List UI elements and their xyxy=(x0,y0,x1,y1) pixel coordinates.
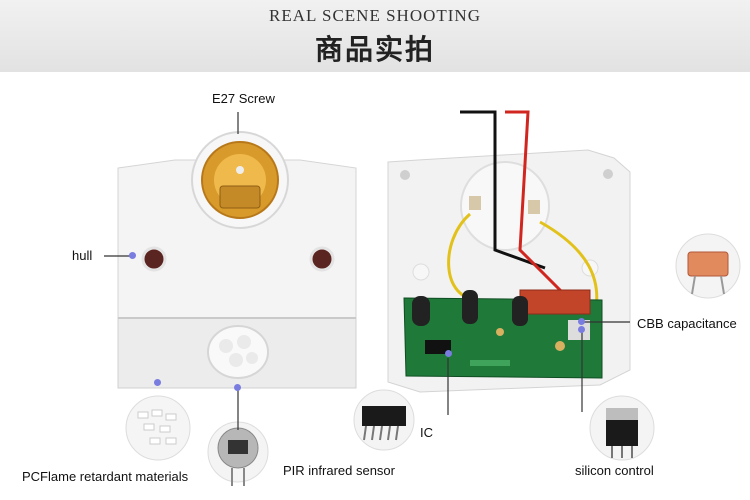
label-pcflame: PCFlame retardant materials xyxy=(22,469,189,484)
pir-callout-dot xyxy=(234,384,241,391)
label-cbb-capacitance: CBB capacitance xyxy=(637,316,737,331)
pir-sensor-component-image xyxy=(207,421,269,486)
flame-retardant-pellets-image xyxy=(125,395,191,461)
label-pir-sensor: PIR infrared sensor xyxy=(283,463,395,478)
silicon-control-image xyxy=(589,395,655,461)
scr-callout-dot xyxy=(578,326,585,333)
label-ic: IC xyxy=(420,425,433,440)
product-photo xyxy=(104,110,741,486)
e27-socket xyxy=(191,131,289,229)
header-banner: REAL SCENE SHOOTING 商品实拍 xyxy=(0,0,750,72)
flame-callout-dot xyxy=(154,379,161,386)
cbb-capacitor-image xyxy=(675,233,741,299)
pcb-board xyxy=(403,289,603,379)
cbb-callout-dot xyxy=(578,318,585,325)
callout-lines xyxy=(104,112,630,430)
socket-housing xyxy=(117,159,357,389)
label-e27-screw: E27 Screw xyxy=(212,91,275,106)
label-hull: hull xyxy=(72,248,93,263)
ic-callout-dot xyxy=(445,350,452,357)
label-silicon-control: silicon control xyxy=(575,463,654,478)
banner-title-en: REAL SCENE SHOOTING xyxy=(269,6,481,25)
pir-lens xyxy=(207,325,269,379)
hull-callout-dot xyxy=(129,252,136,259)
ic-chip-image xyxy=(353,389,415,451)
banner-title-cn: 商品实拍 xyxy=(314,33,435,66)
